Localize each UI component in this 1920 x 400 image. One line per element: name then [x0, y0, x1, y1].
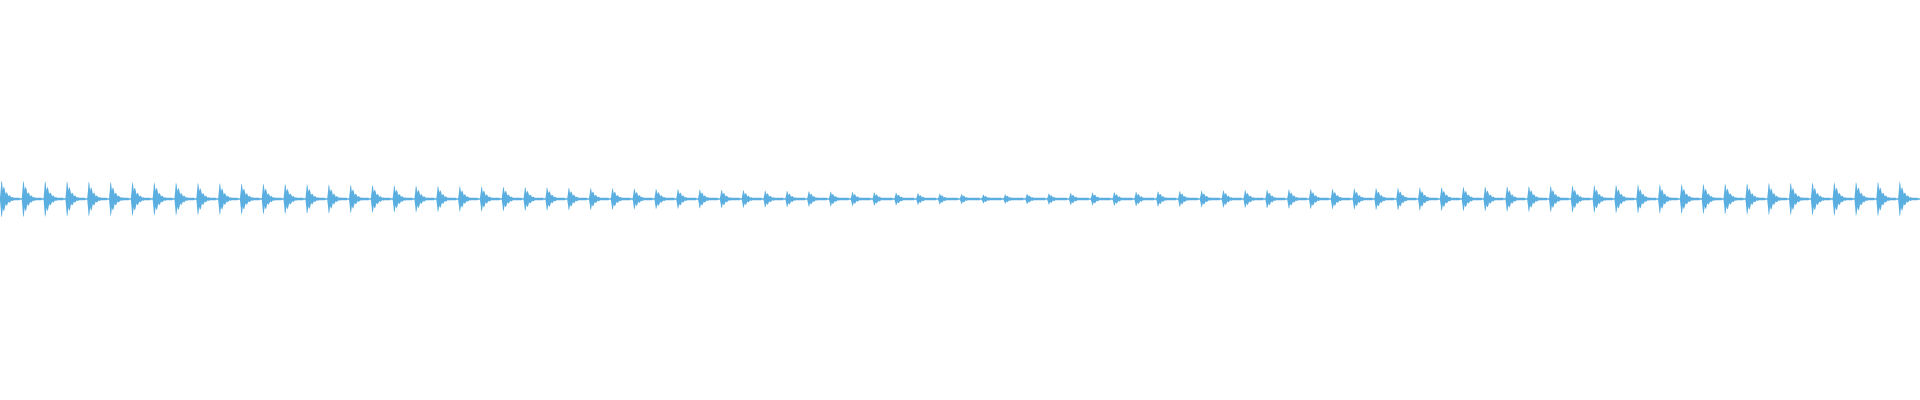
- waveform-pulse: [589, 187, 609, 211]
- waveform-pulse: [327, 184, 347, 214]
- waveform-pulse: [1614, 184, 1635, 214]
- waveform-pulse: [240, 183, 260, 215]
- waveform-pulse: [654, 188, 675, 210]
- waveform-pulse: [1876, 181, 1896, 217]
- waveform-pulse: [392, 185, 413, 213]
- waveform-pulse: [545, 187, 566, 211]
- waveform-pulse: [1309, 188, 1329, 210]
- waveform-pulse: [196, 182, 216, 216]
- waveform-pulse: [1745, 183, 1766, 215]
- waveform-pulse: [1461, 186, 1482, 212]
- waveform-pulse: [872, 192, 893, 206]
- waveform-pulse: [1658, 184, 1678, 214]
- waveform-pulse: [741, 190, 762, 208]
- waveform-pulse: [1156, 191, 1176, 207]
- waveform-pulse: [1090, 192, 1111, 206]
- waveform-pulse: [1723, 183, 1744, 215]
- waveform-pulse: [720, 189, 740, 209]
- waveform-pulse: [1221, 190, 1242, 208]
- waveform-pulse: [1178, 190, 1198, 208]
- waveform-pulse: [130, 181, 151, 217]
- waveform-pulse: [1789, 182, 1809, 216]
- waveform-pulse: [87, 181, 107, 217]
- waveform-pulse: [436, 185, 456, 213]
- waveform-pulse: [1047, 193, 1067, 205]
- waveform-pulse: [1265, 189, 1286, 209]
- waveform-pulse: [174, 182, 195, 216]
- waveform-pulse: [1636, 184, 1656, 214]
- waveform-pulse: [938, 193, 958, 205]
- waveform-pulse: [1440, 187, 1460, 211]
- waveform-pulse: [370, 184, 391, 214]
- waveform-pulse: [152, 182, 173, 216]
- waveform-pulse: [1483, 186, 1504, 212]
- waveform-pulse: [785, 190, 806, 208]
- waveform-pulse: [414, 185, 435, 213]
- waveform-pulse: [894, 192, 915, 206]
- waveform-pulse: [1396, 187, 1416, 211]
- waveform-pulse: [1832, 182, 1853, 216]
- waveform-pulse: [807, 191, 827, 207]
- waveform-pulse: [1069, 192, 1089, 206]
- waveform-pulse: [1134, 191, 1155, 207]
- waveform-pulse: [109, 181, 129, 217]
- waveform-pulse: [1352, 188, 1373, 210]
- waveform-pulse: [523, 186, 544, 212]
- waveform-pulse: [1701, 183, 1722, 215]
- waveform-pulse: [1112, 192, 1133, 206]
- waveform-pulse: [1505, 186, 1526, 212]
- waveform-pulse: [610, 188, 631, 210]
- waveform-pulse: [283, 183, 304, 215]
- waveform-pulse: [1898, 181, 1918, 217]
- waveform-pulse: [21, 180, 42, 218]
- waveform-pulse: [1592, 185, 1613, 213]
- waveform-pulse: [458, 186, 478, 212]
- waveform-pulse: [65, 181, 86, 217]
- waveform-pulse: [1767, 182, 1787, 216]
- waveform-pulse: [1810, 182, 1831, 216]
- waveform-pulse: [1243, 189, 1264, 209]
- waveform-pulse: [1854, 181, 1875, 217]
- waveform-pulse: [305, 184, 326, 214]
- waveform-pulse: [480, 186, 500, 212]
- waveform-pulse: [1330, 188, 1351, 210]
- waveform-pulse: [960, 193, 980, 205]
- waveform-pulse: [763, 190, 784, 208]
- waveform-pulse: [261, 183, 282, 215]
- waveform-pulse: [1680, 183, 1700, 215]
- waveform-pulse: [1287, 189, 1307, 209]
- waveform-pulse: [218, 183, 238, 215]
- waveform-pulse: [1418, 187, 1438, 211]
- waveform-pulse: [1025, 193, 1046, 205]
- waveform-pulse: [1549, 185, 1569, 213]
- waveform-pulse: [1374, 187, 1395, 211]
- waveform-pulse: [850, 191, 871, 207]
- waveform-pulse: [632, 188, 653, 210]
- waveform-pulse: [1570, 185, 1591, 213]
- waveform-pulse: [1527, 185, 1547, 213]
- waveform-pulse: [676, 189, 696, 209]
- waveform-pulse: [567, 187, 587, 211]
- waveform-pulse: [349, 184, 369, 214]
- waveform-pulse: [43, 180, 64, 218]
- waveform-pulse: [1200, 190, 1220, 208]
- waveform-pulse: [698, 189, 718, 209]
- waveform-pulse: [829, 191, 849, 207]
- waveform-pulse: [0, 180, 20, 218]
- waveform-pulse: [916, 193, 936, 205]
- waveform-pulse: [981, 194, 1002, 204]
- waveform-pulse: [1003, 194, 1024, 204]
- waveform-pulse: [501, 186, 522, 212]
